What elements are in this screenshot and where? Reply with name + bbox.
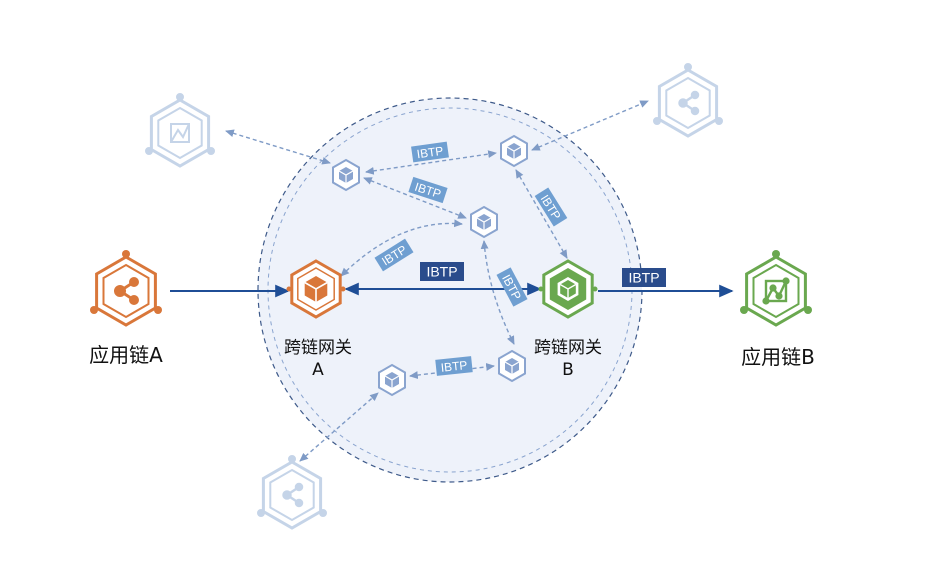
link-curve-a: [340, 219, 463, 277]
ibtp-tag-bottom: IBTP: [435, 356, 473, 376]
link-faded-tl: [225, 129, 331, 165]
gateway-b-node: [538, 259, 598, 319]
faded-chain-bottom-left: [257, 455, 327, 530]
faded-chain-top-right: [653, 63, 723, 138]
relay-node-5: [498, 349, 526, 383]
gateway-b-label-line2: B: [562, 360, 574, 380]
app-chain-a-node: [90, 250, 162, 327]
gateway-a-node: [286, 259, 346, 319]
gateway-a-label-line2: A: [312, 360, 324, 380]
cube-icon: [557, 277, 579, 301]
link-faded-bl: [299, 392, 379, 462]
graph-network-icon: [762, 277, 790, 305]
ibtp-tag-diag: IBTP: [408, 176, 448, 204]
link-diag: [363, 177, 467, 219]
link-top: [365, 150, 497, 175]
svg-text:IBTP: IBTP: [416, 144, 444, 162]
share-network-icon: [282, 482, 304, 508]
gateway-b-label-line1: 跨链网关: [534, 338, 602, 358]
ibtp-tag-right-solid: IBTP: [622, 268, 666, 287]
gateway-a-label-line1: 跨链网关: [284, 338, 352, 358]
ibtp-tag-top: IBTP: [411, 141, 449, 163]
relay-node-4: [378, 363, 406, 397]
app-chain-b-label: 应用链B: [741, 345, 815, 369]
faded-chain-top-left: [145, 93, 215, 168]
relay-node-3: [470, 205, 498, 239]
share-network-icon: [678, 90, 700, 116]
graph-network-icon: [170, 123, 190, 143]
ibtp-tag-center: IBTP: [420, 262, 464, 281]
cube-icon: [304, 276, 328, 302]
app-chain-a-label: 应用链A: [89, 343, 163, 367]
share-network-icon: [114, 277, 139, 305]
relay-node-1: [332, 158, 360, 192]
app-chain-b-node: [740, 250, 812, 327]
svg-text:IBTP: IBTP: [426, 264, 457, 280]
svg-text:IBTP: IBTP: [440, 358, 468, 375]
relay-node-2: [500, 134, 528, 168]
link-right: [515, 169, 568, 259]
svg-text:IBTP: IBTP: [628, 270, 659, 286]
